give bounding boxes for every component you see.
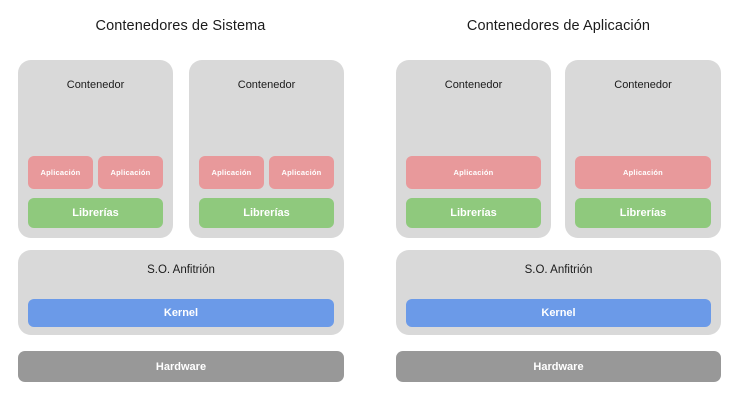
- container-box: Contenedor Aplicación Librerías: [565, 60, 721, 238]
- application-block: Aplicación: [98, 156, 163, 189]
- container-label: Contenedor: [66, 79, 125, 91]
- host-os-label: S.O. Anfitrión: [147, 264, 215, 276]
- container-label: Contenedor: [614, 79, 672, 91]
- container-label: Contenedor: [237, 79, 296, 91]
- kernel-block: Kernel: [406, 299, 711, 327]
- container-box: Contenedor Aplicación Librerías: [396, 60, 551, 238]
- panel-system-containers: Contenedores de Sistema Contenedor Aplic…: [18, 0, 344, 404]
- panel-title-application-containers: Contenedores de Aplicación: [466, 18, 651, 34]
- container-box: Contenedor Aplicación Aplicación Librerí…: [18, 60, 173, 238]
- panel-title-system-containers: Contenedores de Sistema: [95, 18, 266, 34]
- container-box: Contenedor Aplicación Aplicación Librerí…: [189, 60, 344, 238]
- host-os-label: S.O. Anfitrión: [524, 264, 593, 276]
- application-block: Aplicación: [269, 156, 334, 189]
- application-block: Aplicación: [199, 156, 264, 189]
- application-block: Aplicación: [406, 156, 541, 189]
- host-os-box: S.O. Anfitrión Kernel: [396, 250, 721, 335]
- application-block: Aplicación: [28, 156, 93, 189]
- libraries-block: Librerías: [575, 198, 711, 228]
- libraries-block: Librerías: [28, 198, 163, 228]
- hardware-bar: Hardware: [18, 351, 344, 382]
- hardware-bar: Hardware: [396, 351, 721, 382]
- host-os-box: S.O. Anfitrión Kernel: [18, 250, 344, 335]
- application-block: Aplicación: [575, 156, 711, 189]
- panel-application-containers: Contenedores de Aplicación Contenedor Ap…: [396, 0, 721, 404]
- kernel-block: Kernel: [28, 299, 334, 327]
- libraries-block: Librerías: [406, 198, 541, 228]
- libraries-block: Librerías: [199, 198, 334, 228]
- container-label: Contenedor: [444, 79, 503, 91]
